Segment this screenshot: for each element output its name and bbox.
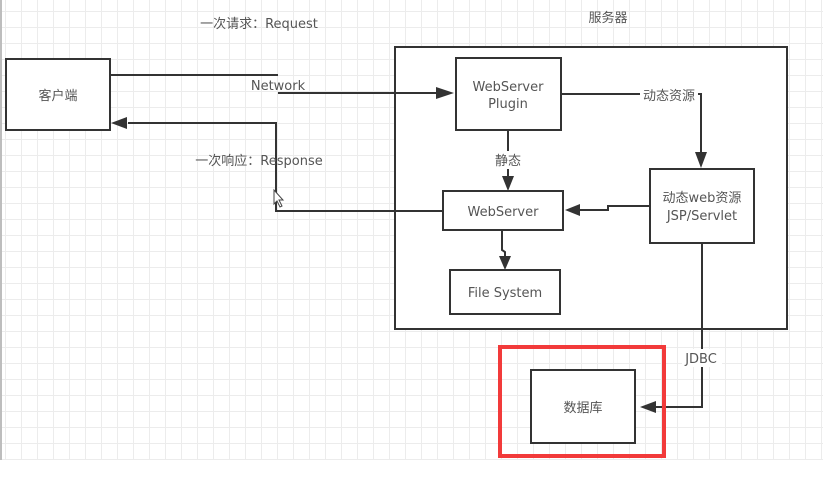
database-node[interactable] xyxy=(530,369,636,444)
client-label: 客户端 xyxy=(38,88,77,104)
jdbc-label: JDBC xyxy=(684,352,717,367)
mouse-cursor-icon xyxy=(273,188,285,208)
canvas-left-border xyxy=(0,0,2,460)
static-label-bg xyxy=(490,151,526,169)
file-system-label: File System xyxy=(468,286,542,301)
dynamic-arrowhead xyxy=(695,152,707,168)
dynamic-to-webserver-wire xyxy=(580,205,650,211)
dynamic-web-resource-node[interactable] xyxy=(649,168,755,244)
client-node[interactable] xyxy=(5,58,111,131)
webserver-label: WebServer xyxy=(468,205,540,220)
dynamic-label-line1: 动态web资源 xyxy=(663,191,742,206)
dynamic-wire xyxy=(561,93,702,152)
response-arrowhead xyxy=(111,117,127,129)
webserver-to-fs-arrowhead xyxy=(499,256,511,270)
dynamic-label-line2: JSP/Servlet xyxy=(666,209,737,224)
plugin-label-line2: Plugin xyxy=(488,97,528,112)
webserver-to-fs-wire xyxy=(501,230,506,256)
dynamic-label: 动态资源 xyxy=(643,89,695,104)
dynamic-to-webserver-arrowhead xyxy=(565,204,580,216)
static-label: 静态 xyxy=(495,154,521,169)
dynamic-label-bg xyxy=(640,86,698,104)
request-label: 一次请求：Request xyxy=(200,16,318,32)
plugin-label-line1: WebServer xyxy=(473,80,545,95)
file-system-node[interactable] xyxy=(449,269,561,315)
database-highlight-box xyxy=(498,345,666,458)
static-arrowhead xyxy=(502,176,514,191)
response-wire xyxy=(128,122,443,212)
jdbc-label-bg xyxy=(682,349,722,367)
database-label: 数据库 xyxy=(563,400,602,416)
response-label: 一次响应：Response xyxy=(195,153,322,169)
jdbc-wire xyxy=(656,243,703,408)
network-label: Network xyxy=(251,79,306,94)
server-title: 服务器 xyxy=(588,10,627,26)
jdbc-arrowhead xyxy=(640,401,656,413)
request-arrowhead xyxy=(436,87,454,99)
